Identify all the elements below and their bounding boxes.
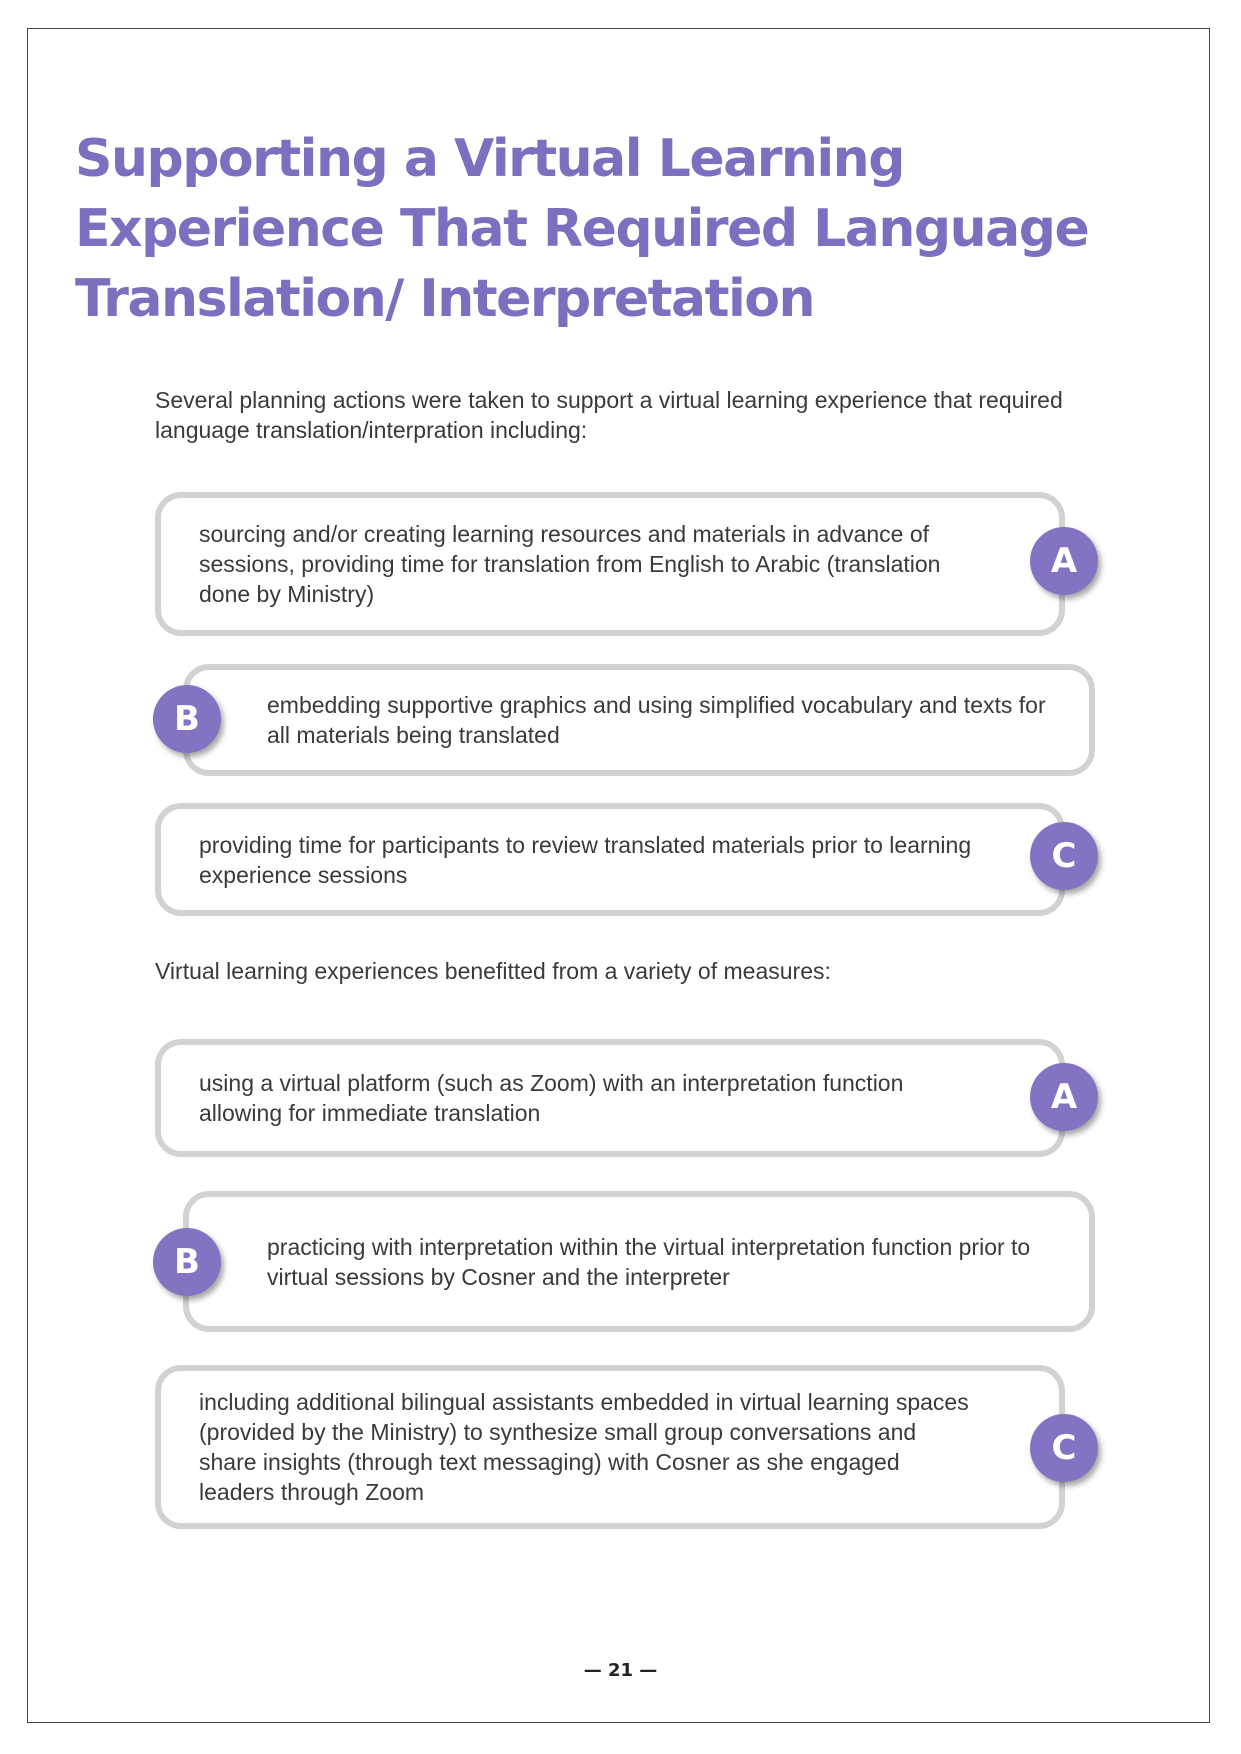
- measures-intro: Virtual learning experiences benefitted …: [155, 958, 831, 984]
- planning-item-text: providing time for participants to revie…: [199, 831, 972, 888]
- measure-item-text: practicing with interpretation within th…: [267, 1233, 1031, 1290]
- badge-a: A: [1030, 1063, 1098, 1131]
- planning-item-b: embedding supportive graphics and using …: [183, 664, 1095, 776]
- planning-item-a: sourcing and/or creating learning resour…: [155, 492, 1065, 636]
- badge-c: C: [1030, 822, 1098, 890]
- badge-a: A: [1030, 527, 1098, 595]
- page-frame: [27, 28, 1210, 1723]
- measure-item-b: practicing with interpretation within th…: [183, 1191, 1095, 1332]
- page-number: — 21 —: [583, 1660, 658, 1681]
- planning-item-c: providing time for participants to revie…: [155, 803, 1065, 916]
- badge-b: B: [153, 1228, 221, 1296]
- planning-intro: Several planning actions were taken to s…: [155, 387, 1063, 443]
- planning-item-text: sourcing and/or creating learning resour…: [199, 521, 941, 607]
- badge-b: B: [153, 685, 221, 753]
- page-title: Supporting a Virtual Learning Experience…: [75, 129, 1090, 329]
- measure-item-c: including additional bilingual assistant…: [155, 1365, 1065, 1529]
- badge-c: C: [1030, 1414, 1098, 1482]
- measure-item-a: using a virtual platform (such as Zoom) …: [155, 1039, 1065, 1157]
- planning-item-text: embedding supportive graphics and using …: [267, 692, 1046, 748]
- measure-item-text: using a virtual platform (such as Zoom) …: [199, 1070, 904, 1126]
- measure-item-text: including additional bilingual assistant…: [199, 1389, 969, 1505]
